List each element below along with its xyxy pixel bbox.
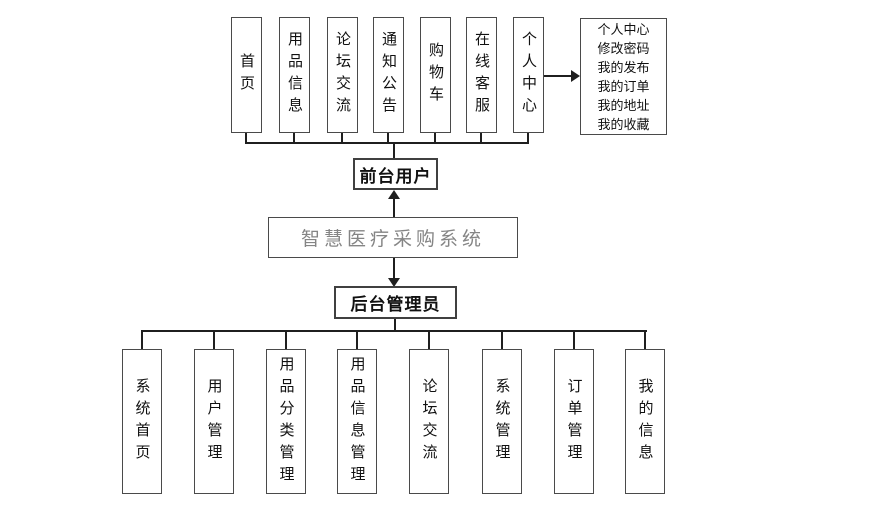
system-title-box: 智慧医疗采购系统 <box>268 217 518 258</box>
admin-module-user-management: 用户管理 <box>194 349 234 494</box>
front-module-announcements: 通知公告 <box>373 17 404 133</box>
front-module-online-service: 在线客服 <box>466 17 497 133</box>
connector-stub <box>501 330 503 349</box>
front-module-personal-center-label: 个人中心 <box>520 31 537 119</box>
personal-center-detail-box: 个人中心 修改密码 我的发布 我的订单 我的地址 我的收藏 <box>580 18 667 135</box>
connector-stub <box>527 133 529 144</box>
top-bus-line <box>245 142 529 144</box>
front-module-cart-label: 购物车 <box>427 42 444 108</box>
connector-bus-to-front-user <box>393 142 395 158</box>
front-module-home-label: 首页 <box>238 53 255 97</box>
front-user-box: 前台用户 <box>353 158 438 190</box>
connector-stub <box>141 330 143 349</box>
connector-personal-center-popup <box>544 75 572 77</box>
admin-module-system-management: 系统管理 <box>482 349 522 494</box>
popup-item-my-posts: 我的发布 <box>597 59 650 75</box>
front-module-forum-label: 论坛交流 <box>334 31 351 119</box>
connector-system-to-front <box>393 197 395 217</box>
arrow-up-icon <box>388 190 400 199</box>
admin-module-forum-label: 论坛交流 <box>420 377 438 466</box>
connector-stub <box>285 330 287 349</box>
admin-box: 后台管理员 <box>334 286 457 319</box>
admin-module-supplies-info-management: 用品信息管理 <box>337 349 377 494</box>
connector-stub <box>293 133 295 144</box>
admin-module-system-home: 系统首页 <box>122 349 162 494</box>
connector-stub <box>644 330 646 349</box>
admin-module-order-management: 订单管理 <box>554 349 594 494</box>
arrow-right-icon <box>571 70 580 82</box>
bottom-bus-line <box>141 330 647 332</box>
connector-stub <box>387 133 389 144</box>
popup-item-change-password: 修改密码 <box>597 40 650 56</box>
popup-item-my-favorites: 我的收藏 <box>597 116 650 132</box>
admin-module-my-info: 我的信息 <box>625 349 665 494</box>
connector-stub <box>434 133 436 144</box>
admin-module-system-home-label: 系统首页 <box>133 377 151 466</box>
connector-stub <box>213 330 215 349</box>
admin-label: 后台管理员 <box>350 295 441 314</box>
front-user-label: 前台用户 <box>359 166 432 186</box>
admin-module-supplies-info-management-label: 用品信息管理 <box>348 355 366 488</box>
admin-module-supplies-category-management-label: 用品分类管理 <box>277 355 295 488</box>
connector-stub <box>480 133 482 144</box>
popup-item-my-orders: 我的订单 <box>597 78 650 94</box>
front-module-announcements-label: 通知公告 <box>380 31 397 119</box>
front-module-forum: 论坛交流 <box>327 17 358 133</box>
connector-stub <box>573 330 575 349</box>
front-module-supplies-info: 用品信息 <box>279 17 310 133</box>
admin-module-forum: 论坛交流 <box>409 349 449 494</box>
connector-stub <box>428 330 430 349</box>
connector-admin-to-bus <box>394 319 396 332</box>
admin-module-supplies-category-management: 用品分类管理 <box>266 349 306 494</box>
front-module-cart: 购物车 <box>420 17 451 133</box>
front-module-home: 首页 <box>231 17 262 133</box>
front-module-supplies-info-label: 用品信息 <box>286 31 303 119</box>
connector-stub <box>341 133 343 144</box>
admin-module-my-info-label: 我的信息 <box>636 377 654 466</box>
admin-module-system-management-label: 系统管理 <box>493 377 511 466</box>
front-module-personal-center: 个人中心 <box>513 17 544 133</box>
connector-system-to-admin <box>393 258 395 279</box>
popup-item-personal-center: 个人中心 <box>597 21 650 37</box>
admin-module-order-management-label: 订单管理 <box>565 377 583 466</box>
connector-stub <box>245 133 247 144</box>
system-title: 智慧医疗采购系统 <box>300 229 485 250</box>
connector-stub <box>356 330 358 349</box>
popup-item-my-address: 我的地址 <box>597 97 650 113</box>
admin-module-user-management-label: 用户管理 <box>205 377 223 466</box>
arrow-down-icon <box>388 278 400 287</box>
front-module-online-service-label: 在线客服 <box>473 31 490 119</box>
